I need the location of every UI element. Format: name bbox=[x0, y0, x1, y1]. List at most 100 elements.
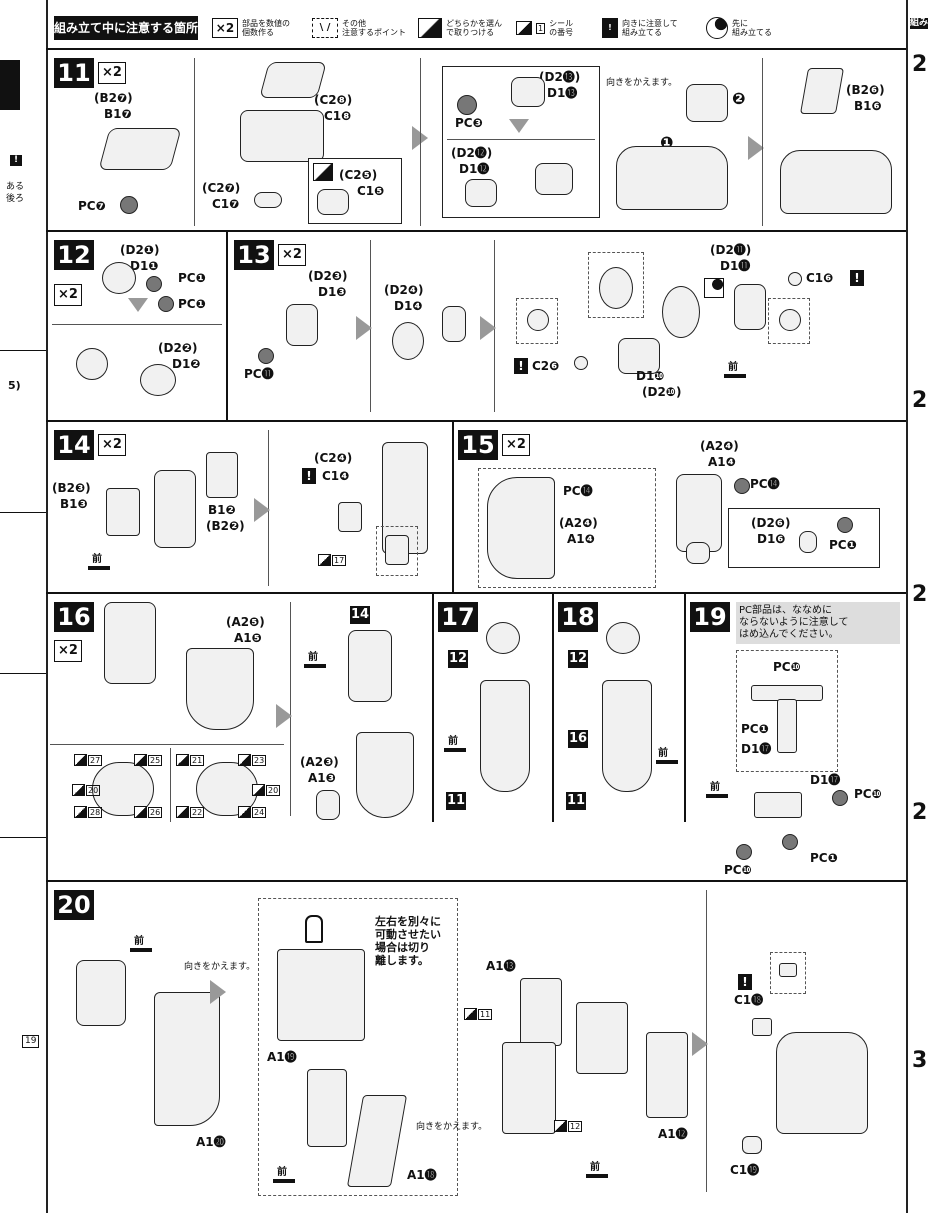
part-drawing bbox=[777, 699, 797, 753]
part-label: B1❸ bbox=[60, 497, 88, 511]
part-label: D1❸ bbox=[318, 285, 347, 299]
pc-part-drawing bbox=[736, 844, 752, 860]
front-arrow-icon bbox=[706, 794, 728, 798]
part-drawing bbox=[616, 146, 728, 210]
step-number: 11 bbox=[54, 58, 94, 88]
left-edge-warn-icon: ! bbox=[10, 155, 22, 166]
legend-choose: どちらかを選んで取りつける bbox=[418, 16, 502, 40]
sticker-number: 25 bbox=[148, 754, 163, 766]
part-label: (A2❸) bbox=[300, 755, 339, 769]
front-label: 前 bbox=[448, 736, 458, 747]
left-edge-divider bbox=[0, 837, 46, 838]
step-number: 19 bbox=[690, 602, 730, 632]
part-drawing bbox=[348, 630, 392, 702]
sticker-marker: 27 bbox=[74, 754, 103, 766]
part-label: C1⓳ bbox=[730, 1163, 760, 1177]
part-drawing bbox=[799, 531, 817, 553]
part-label: A1❹ bbox=[567, 532, 595, 546]
steps-16-19-panel: 16 ×2 (A2❺) A1❺ 27 25 20 28 26 21 23 20 … bbox=[46, 592, 906, 822]
left-edge-tab bbox=[0, 60, 20, 110]
part-label: A1⓳ bbox=[267, 1050, 297, 1064]
part-drawing bbox=[356, 732, 414, 818]
part-label: A1❹ bbox=[708, 455, 736, 469]
sticker-icon bbox=[318, 554, 331, 566]
part-label: PC❶ bbox=[741, 722, 769, 736]
sticker-number: 22 bbox=[190, 806, 205, 818]
front-label: 前 bbox=[590, 1162, 600, 1173]
part-label: (A2❹) bbox=[559, 516, 598, 530]
sub-assembly-box: (D2❻) D1❻ PC❶ bbox=[728, 508, 880, 568]
pc-part-drawing bbox=[457, 95, 477, 115]
divider bbox=[447, 139, 595, 140]
sticker-icon bbox=[238, 754, 251, 766]
legend-x2: ×2 部品を数値の個数作る bbox=[212, 16, 290, 40]
cut-note-text: 可動させたい bbox=[375, 928, 441, 941]
part-drawing bbox=[752, 1018, 772, 1036]
part-label: A1⓴ bbox=[196, 1135, 226, 1149]
part-drawing bbox=[602, 680, 652, 792]
front-label: 前 bbox=[134, 936, 144, 947]
part-drawing bbox=[254, 192, 282, 208]
sticker-icon bbox=[464, 1008, 477, 1020]
part-label: PC⓮ bbox=[563, 484, 593, 498]
sticker-icon bbox=[134, 754, 147, 766]
legend-point: \ / その他注意するポイント bbox=[312, 16, 406, 40]
part-label: PC❿ bbox=[773, 660, 801, 674]
pc-part-drawing bbox=[120, 196, 138, 214]
detail-box bbox=[588, 252, 644, 318]
sticker-marker: 20 bbox=[252, 784, 281, 796]
part-label: D1⓭ bbox=[547, 86, 578, 100]
sticker-number: 21 bbox=[190, 754, 205, 766]
step-reference: 16 bbox=[568, 730, 588, 748]
part-drawing bbox=[240, 110, 324, 162]
divider bbox=[194, 58, 195, 226]
x2-icon: ×2 bbox=[212, 18, 238, 38]
part-label: (D2❻) bbox=[751, 516, 791, 530]
front-arrow-icon bbox=[724, 374, 746, 378]
legend-point-text: 注意するポイント bbox=[342, 28, 406, 37]
part-label: D1❶ bbox=[130, 259, 159, 273]
x2-icon: ×2 bbox=[98, 62, 126, 84]
left-edge-divider bbox=[0, 673, 46, 674]
part-drawing bbox=[646, 1032, 688, 1118]
part-label: (D2⓬) bbox=[451, 146, 493, 160]
part-label: (D2❹) bbox=[384, 283, 424, 297]
part-drawing bbox=[487, 477, 555, 579]
part-drawing bbox=[206, 452, 238, 498]
step-number: 13 bbox=[234, 240, 274, 270]
right-edge-step-number: 2 bbox=[912, 388, 928, 413]
next-arrow-icon bbox=[748, 136, 764, 160]
front-arrow-icon bbox=[130, 948, 152, 952]
step-20-panel: 20 前 A1⓴ 向きをかえます。 左右を別々に 可動させたい 場合は切り 離し… bbox=[46, 880, 906, 1198]
step-separator bbox=[452, 422, 454, 592]
legend-x2-text: 部品を数値の bbox=[242, 19, 290, 28]
down-arrow-icon bbox=[509, 119, 529, 133]
part-label: PC❶ bbox=[829, 538, 857, 552]
caution-note: PC部品は、ななめに ならないように注意して はめ込んでください。 bbox=[736, 602, 900, 644]
turn-note: 向きをかえます。 bbox=[184, 962, 256, 972]
next-arrow-icon bbox=[254, 498, 270, 522]
part-label: PC⓮ bbox=[750, 477, 780, 491]
legend-point-text: その他 bbox=[342, 19, 366, 28]
sticker-icon bbox=[554, 1120, 567, 1132]
part-label: D1⓱ bbox=[810, 773, 841, 787]
next-arrow-icon bbox=[356, 316, 372, 340]
front-arrow-icon bbox=[304, 664, 326, 668]
right-page-edge: 組み 2 2 2 2 3 bbox=[906, 0, 928, 1213]
part-drawing bbox=[754, 792, 802, 818]
sticker-marker: 25 bbox=[134, 754, 163, 766]
sticker-marker: 23 bbox=[238, 754, 267, 766]
caution-icon: ! bbox=[514, 358, 528, 374]
sticker-marker: 20 bbox=[72, 784, 101, 796]
cut-note-text: 離します。 bbox=[375, 954, 429, 967]
sticker-marker: 12 bbox=[554, 1120, 583, 1132]
divider bbox=[52, 324, 222, 325]
part-label: PC❶ bbox=[178, 297, 206, 311]
right-edge-step-number: 3 bbox=[912, 1048, 928, 1073]
sticker-marker: 28 bbox=[74, 806, 103, 818]
left-edge-sticker-number: 19 bbox=[22, 1035, 40, 1048]
sticker-icon bbox=[74, 806, 87, 818]
part-label: (D2❶) bbox=[120, 243, 160, 257]
first-assemble-icon bbox=[704, 278, 724, 298]
part-label: C1❻ bbox=[806, 271, 834, 285]
